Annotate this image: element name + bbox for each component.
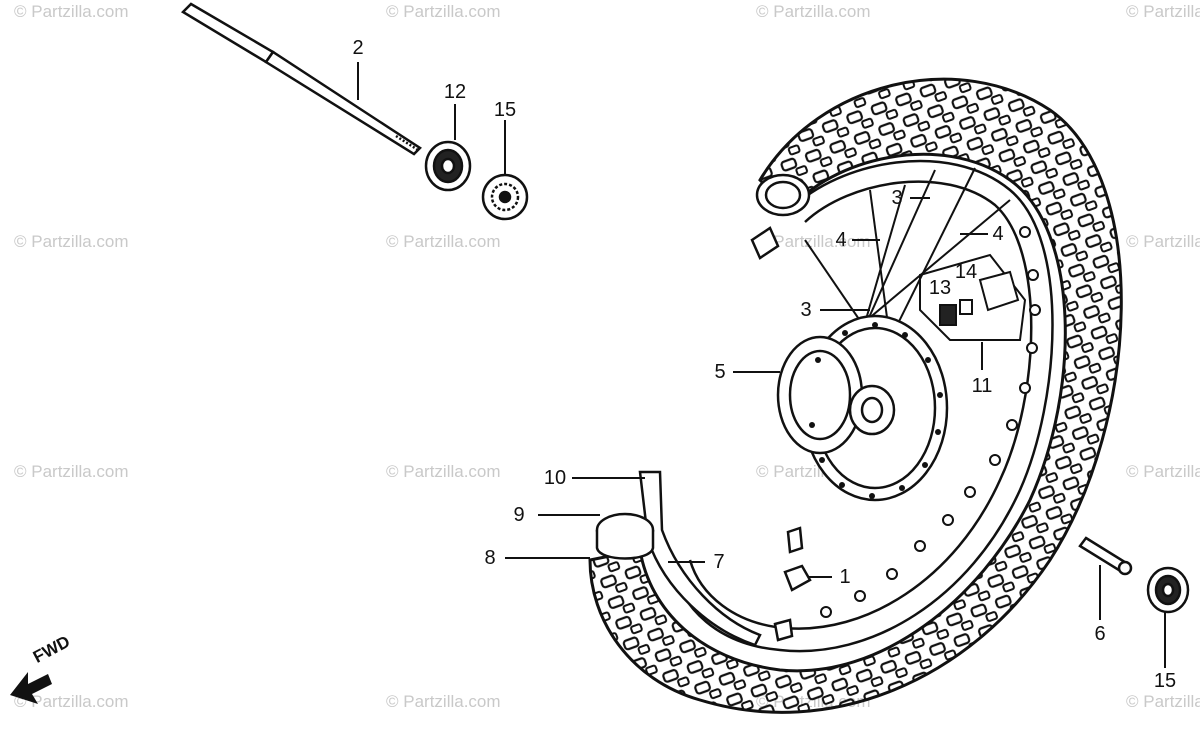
callout-15-lower: 15 — [1153, 670, 1177, 692]
callout-12: 12 — [443, 81, 467, 103]
watermark: © Partzilla.com — [14, 692, 129, 711]
watermark: © Partzilla.com — [386, 2, 501, 21]
callout-2: 2 — [352, 37, 364, 59]
watermark: © Partzilla.com — [14, 232, 129, 251]
callout-15-upper: 15 — [493, 99, 517, 121]
leader-lines — [357, 62, 1166, 668]
valve-parts — [773, 526, 812, 642]
callout-9: 9 — [513, 504, 525, 526]
callout-13: 13 — [928, 277, 952, 299]
callout-14: 14 — [954, 261, 978, 283]
callout-8: 8 — [484, 547, 496, 569]
watermark: © Partzilla.com — [1126, 692, 1200, 711]
watermark: © Partzilla.com — [756, 232, 871, 251]
callout-3-lower: 3 — [800, 299, 812, 321]
rim-band — [595, 470, 762, 647]
watermark: © Partzilla.com — [386, 462, 501, 481]
watermark: © Partzilla.com — [756, 2, 871, 21]
fwd-arrow-icon — [10, 672, 52, 704]
tire — [588, 77, 1123, 714]
watermark: © Partzilla.com — [1126, 2, 1200, 21]
callout-3-upper: 3 — [891, 187, 903, 209]
callout-6: 6 — [1094, 623, 1106, 645]
watermark: © Partzilla.com — [1126, 232, 1200, 251]
callout-10: 10 — [543, 467, 567, 489]
spacer-6 — [1078, 536, 1133, 576]
bearing-12 — [424, 140, 472, 192]
watermark: © Partzilla.com — [1126, 462, 1200, 481]
rim — [668, 159, 1054, 653]
rim-holes — [820, 226, 1041, 618]
callout-7: 7 — [713, 551, 725, 573]
valve-box — [919, 253, 1027, 341]
callout-5: 5 — [714, 361, 726, 383]
callout-4-right: 4 — [992, 223, 1004, 245]
callout-1: 1 — [839, 566, 851, 588]
tire-tube-end — [750, 173, 811, 260]
callout-4-left: 4 — [835, 229, 847, 251]
bearing-15-lower — [1146, 566, 1190, 614]
watermark: © Partzilla.com — [14, 2, 129, 21]
watermark: © Partzilla.com — [386, 232, 501, 251]
bearing-15-upper — [481, 173, 529, 221]
callout-11: 11 — [971, 375, 993, 397]
hub — [776, 314, 949, 502]
axle — [180, 2, 422, 156]
watermark: © Partzilla.com — [14, 462, 129, 481]
watermark: © Partzilla.com — [386, 692, 501, 711]
